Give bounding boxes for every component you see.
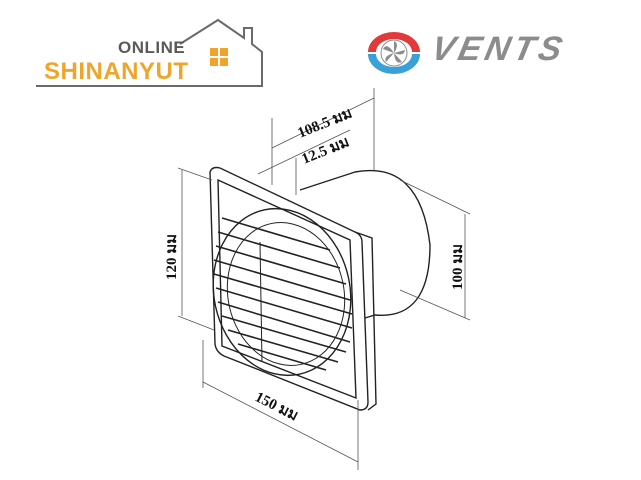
shinanyut-logo: ONLINE SHINANYUT (30, 14, 270, 90)
house-icon (36, 18, 263, 87)
logo-online-text: ONLINE (118, 38, 186, 57)
logo-brand-text: SHINANYUT (44, 58, 189, 85)
vents-logo: VENTS (362, 24, 618, 80)
grille-louvers (213, 217, 353, 371)
dimension-lines (177, 88, 471, 470)
dim-duct-diameter: 100 มม (450, 244, 466, 290)
dim-width-face: 150 มม (252, 389, 300, 424)
fan-circle-icon (368, 32, 420, 74)
dim-height-face: 120 มม (164, 234, 180, 280)
